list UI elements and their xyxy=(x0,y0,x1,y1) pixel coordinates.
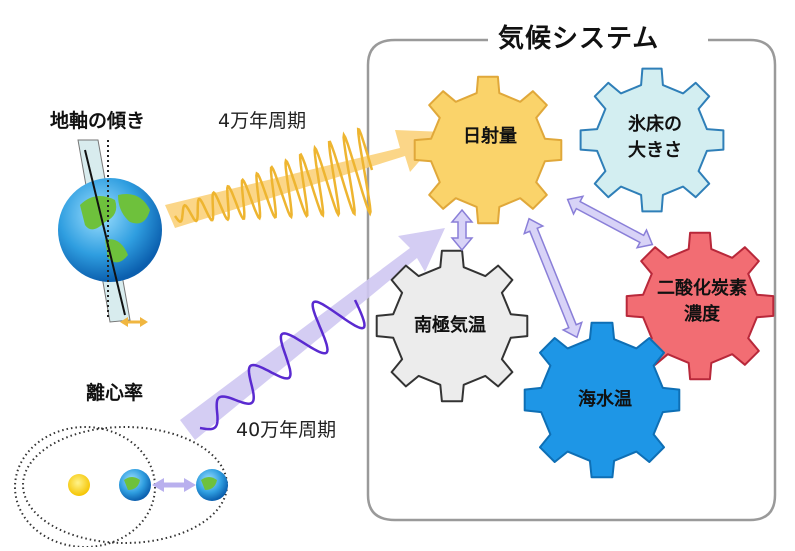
sun-icon xyxy=(68,474,90,496)
gear-label-ice-sheet: 氷床の 大きさ xyxy=(628,114,682,161)
climate-system-title: 気候システム xyxy=(492,18,666,55)
earth-tilt-illustration xyxy=(58,139,162,327)
eccentricity-label: 離心率 xyxy=(86,382,144,404)
insolation-arrow-purple xyxy=(180,228,445,440)
gear-insolation xyxy=(413,75,563,225)
gear-label-co2: 二酸化炭素 濃度 xyxy=(657,278,747,325)
gear-group xyxy=(375,67,775,479)
gear-label-antarctic-temp: 南極気温 xyxy=(414,315,486,336)
gear-ice-sheet xyxy=(579,67,725,213)
arrow-ice-co2 xyxy=(566,195,654,249)
gear-sea-temp xyxy=(523,321,681,479)
interaction-arrows xyxy=(450,195,654,339)
period-short-label: 4万年周期 xyxy=(218,110,307,132)
arrow-insolation-sea xyxy=(523,217,583,339)
earth-icon xyxy=(58,178,162,282)
gear-label-insolation: 日射量 xyxy=(463,126,517,147)
purple-wave xyxy=(199,299,366,431)
gear-label-sea-temp: 海水温 xyxy=(578,389,632,410)
axis-tilt-label: 地軸の傾き xyxy=(50,110,146,132)
climate-system-frame xyxy=(366,38,777,522)
gear-antarctic-temp xyxy=(375,249,529,403)
gear-co2 xyxy=(625,231,775,381)
period-long-label: 40万年周期 xyxy=(236,419,337,441)
orange-wave xyxy=(173,127,374,223)
arrow-insolation-antarctic xyxy=(450,208,474,252)
orbit-illustration xyxy=(14,426,228,548)
